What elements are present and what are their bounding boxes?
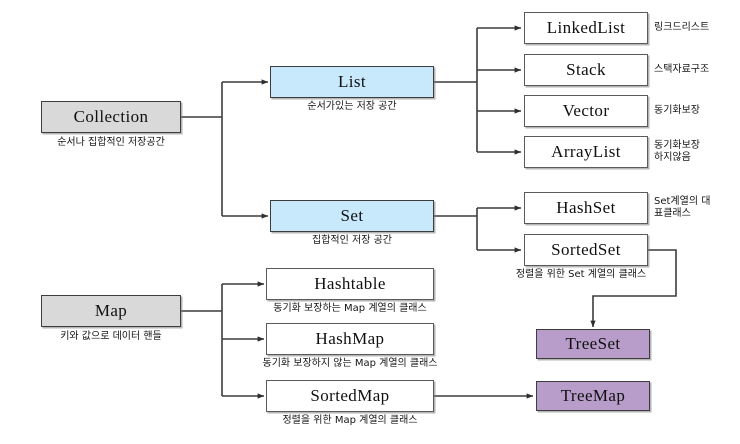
caption-vector: 동기화보장: [654, 105, 700, 116]
node-hashset-label: HashSet: [556, 198, 616, 217]
node-sortedmap[interactable]: SortedMap: [266, 380, 434, 412]
node-sortedset-label: SortedSet: [551, 240, 621, 259]
caption-hashmap: 동기화 보장하지 않는 Map 계열의 클래스: [262, 358, 438, 369]
caption-arraylist: 동기화보장 하지않음: [654, 140, 700, 163]
node-list-label: List: [337, 72, 367, 91]
node-vector[interactable]: Vector: [524, 95, 648, 127]
caption-stack: 스택자료구조: [654, 64, 710, 75]
node-sortedmap-label: SortedMap: [310, 386, 390, 405]
node-collection[interactable]: Collection: [41, 101, 181, 133]
caption-set: 집합적인 저장 공간: [312, 235, 392, 246]
node-sortedset[interactable]: SortedSet: [524, 234, 648, 266]
node-arraylist-label: ArrayList: [551, 142, 621, 161]
node-stack[interactable]: Stack: [524, 54, 648, 86]
caption-collection: 순서나 집합적인 저장공간: [57, 137, 165, 148]
node-stack-label: Stack: [566, 60, 606, 79]
node-hashtable-label: Hashtable: [314, 274, 386, 293]
node-arraylist[interactable]: ArrayList: [524, 136, 648, 168]
node-map-label: Map: [94, 301, 128, 320]
node-hashset[interactable]: HashSet: [524, 192, 648, 224]
node-hashtable[interactable]: Hashtable: [266, 268, 434, 300]
node-linkedlist-label: LinkedList: [546, 18, 626, 37]
node-hashmap-label: HashMap: [315, 329, 385, 348]
node-treeset[interactable]: TreeSet: [536, 329, 650, 359]
node-vector-label: Vector: [562, 101, 610, 120]
caption-hashset: Set계열의 대 표클래스: [654, 196, 711, 219]
node-set-label: Set: [340, 206, 364, 225]
caption-linkedlist: 링크드리스트: [654, 22, 710, 33]
node-list[interactable]: List: [270, 66, 434, 98]
node-treemap[interactable]: TreeMap: [536, 381, 650, 411]
caption-sortedmap: 정렬을 위한 Map 계열의 클래스: [282, 415, 418, 426]
node-map[interactable]: Map: [41, 295, 181, 327]
caption-list: 순서가있는 저장 공간: [307, 101, 397, 112]
node-set[interactable]: Set: [270, 200, 434, 232]
node-hashmap[interactable]: HashMap: [266, 323, 434, 355]
caption-map: 키와 값으로 데이터 핸들: [60, 331, 162, 342]
node-treeset-label: TreeSet: [565, 334, 621, 353]
caption-hashtable: 동기화 보장하는 Map 계열의 클래스: [273, 303, 427, 314]
node-treemap-label: TreeMap: [560, 386, 626, 405]
node-collection-label: Collection: [73, 107, 149, 126]
node-linkedlist[interactable]: LinkedList: [524, 12, 648, 44]
caption-sortedset: 정렬을 위한 Set 계열의 클래스: [515, 269, 647, 280]
